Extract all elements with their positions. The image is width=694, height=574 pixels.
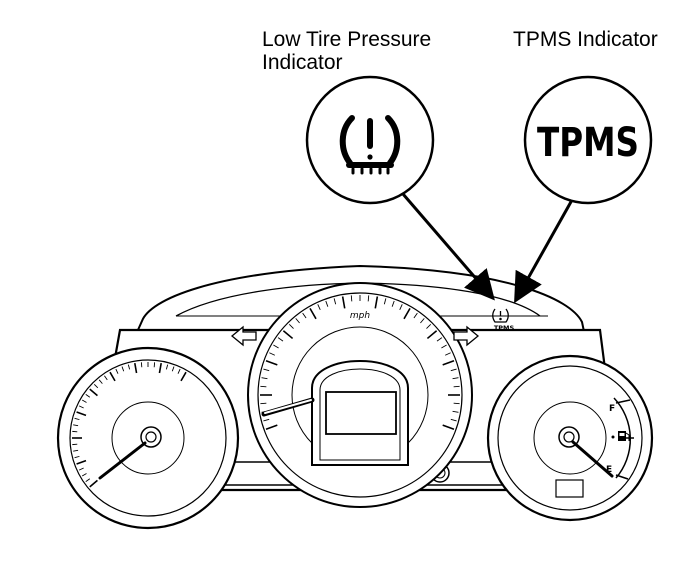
speed-unit-label: mph <box>350 311 370 321</box>
tachometer-needle <box>98 441 147 480</box>
speedometer-tick <box>260 385 267 388</box>
tachometer-tick <box>93 383 99 389</box>
tachometer-tick <box>180 371 187 382</box>
speedometer-tick <box>367 295 370 302</box>
low-tire-pressure-zoom <box>305 75 435 205</box>
tachometer-tick <box>109 371 116 382</box>
speedometer-tick <box>436 337 443 342</box>
low-tire-pressure-label: Low Tire Pressure Indicator <box>262 28 432 74</box>
speedometer-tick <box>383 298 387 305</box>
tachometer-tick <box>81 473 87 477</box>
speedometer-tick <box>442 424 455 430</box>
tire-pressure-warning-icon <box>339 115 401 175</box>
speedometer-tick <box>441 344 447 349</box>
speedometer-tick <box>341 296 346 309</box>
tachometer-tick <box>78 405 84 409</box>
cluster-tire-pressure-lamp <box>492 308 509 323</box>
speedometer-tick <box>399 304 403 310</box>
speedometer-tick <box>450 418 457 422</box>
speedometer-tick <box>452 377 459 380</box>
tachometer-tick <box>165 364 169 370</box>
speedometer-tick <box>317 304 321 310</box>
speedometer-tick <box>333 298 337 305</box>
speedometer-tick <box>263 368 270 372</box>
tachometer-tick <box>127 364 131 370</box>
speedometer-tick <box>445 352 451 356</box>
speedometer-tick <box>452 410 459 413</box>
speedometer-tick <box>350 295 353 302</box>
speedometer-ticks <box>260 295 460 430</box>
fuel-gauge-indicator-box <box>555 479 584 498</box>
speedometer: mph <box>247 282 473 508</box>
low-tire-pressure-leader-arrow <box>401 193 495 301</box>
tachometer-tick <box>171 366 175 372</box>
speedometer-tick <box>261 377 268 380</box>
tpms-indicator-label: TPMS Indicator <box>513 28 658 51</box>
tachometer-tick <box>98 379 103 384</box>
speedometer-tick <box>269 352 275 356</box>
tachometer-tick <box>81 399 87 403</box>
tachometer-tick <box>73 449 79 452</box>
tachometer-tick <box>89 479 98 488</box>
speedometer-tick <box>282 330 294 340</box>
speedometer-tick <box>442 360 455 366</box>
speedometer-tick <box>302 312 307 319</box>
speedometer-tick <box>391 300 395 307</box>
tpms-leader-arrow <box>514 199 574 304</box>
speedometer-tick <box>374 296 379 309</box>
tachometer-tick <box>76 411 87 417</box>
tachometer-tick <box>73 424 79 427</box>
speedometer-tick <box>265 360 278 366</box>
speedometer-tick <box>453 385 460 388</box>
tachometer-tick <box>74 417 80 421</box>
speedometer-tick <box>325 300 329 307</box>
speedometer-tick <box>403 307 411 320</box>
tachometer-tick <box>121 366 125 372</box>
display-housing-inner <box>319 368 401 461</box>
fuel-pump-icon <box>611 431 630 441</box>
tachometer-tick <box>78 467 84 471</box>
speedometer-tick <box>453 402 460 405</box>
tachometer-tick <box>115 368 119 374</box>
turn-signal-right-icon <box>453 325 480 347</box>
speedometer-tick <box>420 318 425 324</box>
speedometer-tick <box>413 312 418 319</box>
tachometer-tick <box>74 455 80 459</box>
speedometer-tick <box>260 402 267 405</box>
fuel-empty-label: E <box>606 465 612 475</box>
tpms-zoom-text: TPMS <box>537 120 639 166</box>
digital-display <box>325 391 397 435</box>
tachometer-tick <box>134 363 138 374</box>
fuel-gauge: F E <box>486 354 654 522</box>
speedometer-tick <box>277 337 284 342</box>
fuel-needle <box>571 440 614 478</box>
cluster-tpms-lamp: TPMS <box>494 324 515 332</box>
tachometer-tick <box>85 478 91 482</box>
fuel-full-label: F <box>609 404 615 414</box>
speedometer-tick <box>426 323 432 329</box>
turn-signal-left-icon <box>230 325 257 347</box>
speedometer-tick <box>450 368 457 372</box>
tpms-zoom: TPMS <box>523 75 653 205</box>
speedometer-tick <box>273 344 279 349</box>
tachometer-tick <box>89 388 98 397</box>
speedometer-tick <box>288 323 294 329</box>
tachometer-tick <box>104 375 108 381</box>
speedometer-tick <box>426 330 438 340</box>
speedometer-tick <box>265 424 278 430</box>
tachometer-tick <box>85 394 91 398</box>
speedometer-tick <box>295 318 300 324</box>
tachometer-ticks <box>72 362 187 488</box>
tachometer-tick <box>158 363 162 374</box>
speedometer-tick <box>309 307 317 320</box>
speedometer-tick <box>263 418 270 422</box>
tachometer <box>56 346 240 530</box>
tachometer-tick <box>76 459 87 465</box>
tachometer-tick <box>177 368 181 374</box>
